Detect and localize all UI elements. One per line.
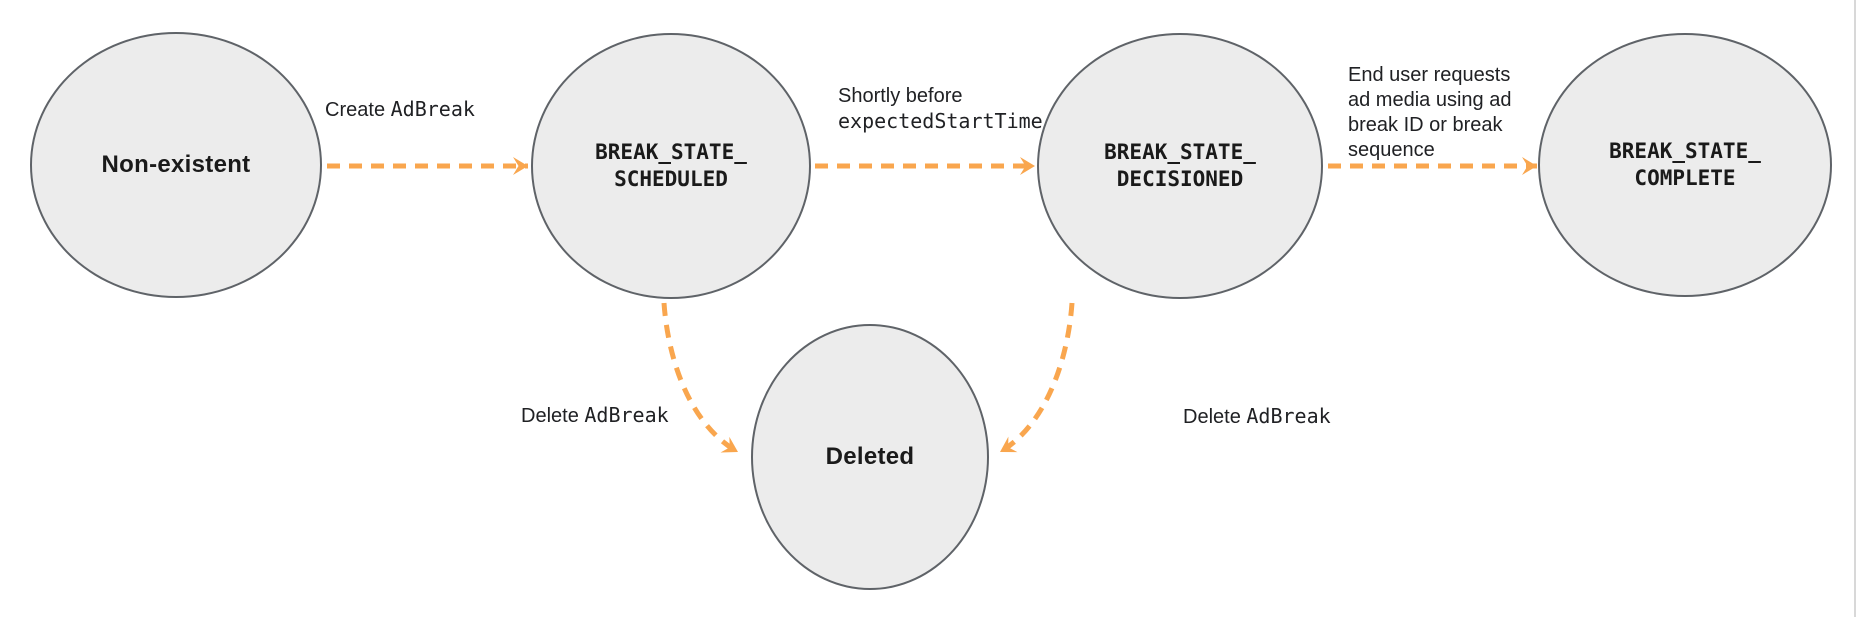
edge-label-code: AdBreak	[584, 403, 669, 427]
node-break-state-complete: BREAK_STATE_ COMPLETE	[1538, 33, 1832, 297]
node-label: BREAK_STATE_ COMPLETE	[1609, 139, 1761, 190]
node-deleted: Deleted	[751, 324, 989, 590]
edge-delete-adbreak-from-decisioned	[998, 302, 1075, 455]
edge-label-text: Delete	[521, 405, 585, 427]
node-label: Deleted	[825, 443, 915, 470]
node-break-state-scheduled: BREAK_STATE_ SCHEDULED	[531, 33, 811, 299]
edge-label-create-adbreak: Create AdBreak	[300, 97, 500, 123]
edge-delete-adbreak-from-scheduled	[661, 302, 740, 455]
node-label: Non-existent	[101, 151, 251, 178]
edge-label-shortly-before: Shortly before expectedStartTime	[838, 84, 1043, 134]
edge-label-text: Shortly before	[838, 85, 963, 107]
edge-label-delete-adbreak-right: Delete AdBreak	[1183, 404, 1331, 430]
edge-label-text: Create	[325, 99, 391, 121]
edge-label-code: expectedStartTime	[838, 109, 1043, 133]
screen-edge-line	[1854, 0, 1856, 617]
edge-label-delete-adbreak-left: Delete AdBreak	[521, 403, 669, 429]
edge-label-code: AdBreak	[390, 97, 475, 121]
edge-label-text: Delete	[1183, 406, 1247, 428]
node-break-state-decisioned: BREAK_STATE_ DECISIONED	[1037, 33, 1323, 299]
node-label: BREAK_STATE_ SCHEDULED	[595, 140, 747, 191]
edge-label-code: AdBreak	[1246, 404, 1331, 428]
node-non-existent: Non-existent	[30, 32, 322, 298]
node-label: BREAK_STATE_ DECISIONED	[1104, 140, 1256, 191]
edge-label-text: End user requests ad media using ad brea…	[1348, 64, 1512, 161]
edge-label-end-user-requests: End user requests ad media using ad brea…	[1348, 38, 1511, 163]
